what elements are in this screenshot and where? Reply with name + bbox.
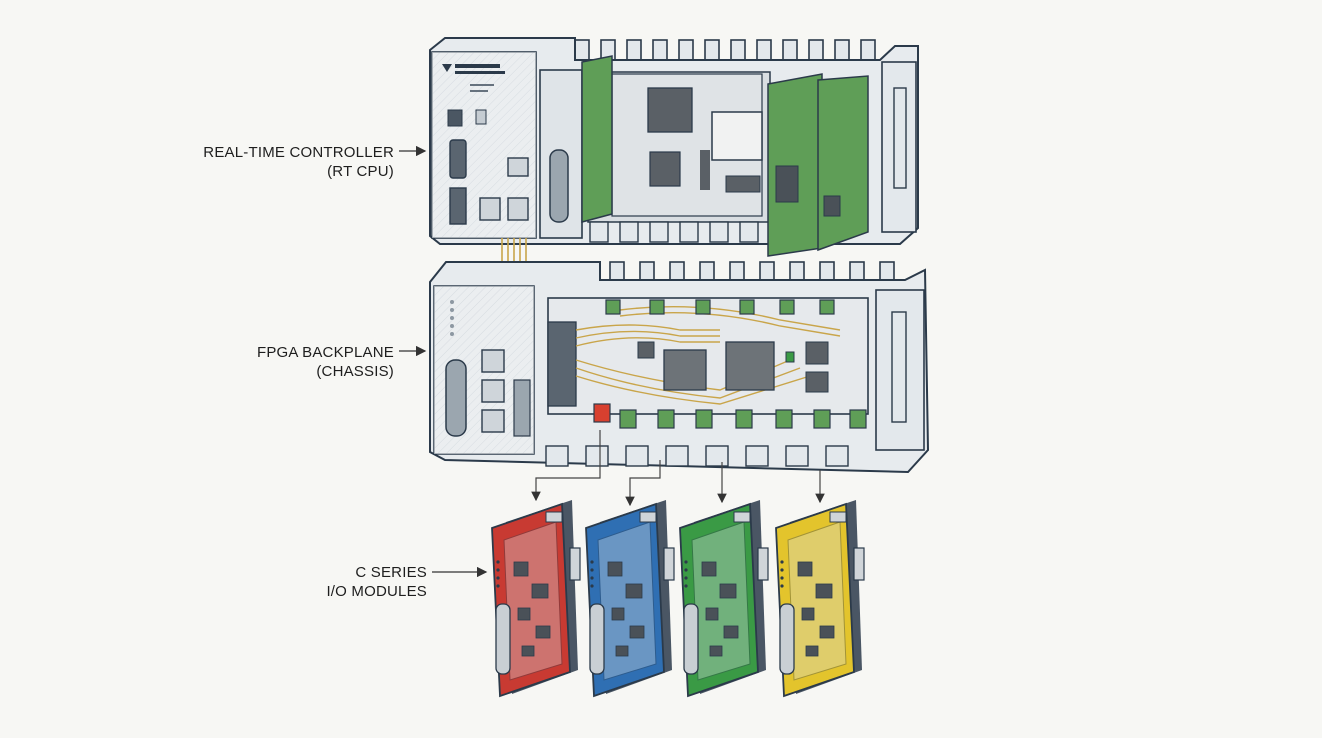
chip-icon <box>724 626 738 638</box>
chip-icon <box>616 646 628 656</box>
db25-connector-icon <box>450 140 466 178</box>
chip-icon <box>518 608 530 620</box>
controller-pcb-card <box>582 56 612 222</box>
real-time-controller-unit <box>430 38 918 256</box>
fpga-backplane-chassis <box>430 262 928 472</box>
chip-icon <box>630 626 644 638</box>
chip-icon <box>706 608 718 620</box>
rj45-port-icon <box>482 410 504 432</box>
chip-icon <box>806 342 828 364</box>
green-module <box>680 500 768 696</box>
controller-pcb-card <box>768 74 822 256</box>
chip-icon <box>820 626 834 638</box>
chip-icon <box>776 166 798 202</box>
rj45-port-icon <box>480 198 500 220</box>
chip-icon <box>720 584 736 598</box>
db25-connector-icon <box>590 604 604 674</box>
db25-connector-icon <box>550 150 568 222</box>
chip-icon <box>522 646 534 656</box>
chip-icon <box>626 584 642 598</box>
c-series-modules <box>492 500 864 696</box>
chip-icon <box>798 562 812 576</box>
chip-icon <box>650 152 680 186</box>
yellow-module <box>776 500 864 696</box>
chip-icon <box>612 608 624 620</box>
controller-pcb-card <box>818 76 868 250</box>
chip-icon <box>648 88 692 132</box>
chip-icon <box>726 342 774 390</box>
chip-icon <box>816 584 832 598</box>
rj45-port-icon <box>482 350 504 372</box>
db25-connector-icon <box>496 604 510 674</box>
db25-connector-icon <box>446 360 466 436</box>
rj45-port-icon <box>508 158 528 176</box>
chip-icon <box>608 562 622 576</box>
blue-module <box>586 500 674 696</box>
chip-icon <box>514 562 528 576</box>
chip-icon <box>532 584 548 598</box>
chip-icon <box>806 372 828 392</box>
chip-icon <box>710 646 722 656</box>
status-indicator <box>594 404 610 422</box>
chip-icon <box>712 112 762 160</box>
chip-icon <box>802 608 814 620</box>
db25-connector-icon <box>684 604 698 674</box>
chip-icon <box>664 350 706 390</box>
db25-connector-icon <box>780 604 794 674</box>
rj45-port-icon <box>508 198 528 220</box>
red-module <box>492 500 580 696</box>
chip-icon <box>806 646 818 656</box>
rj45-port-icon <box>482 380 504 402</box>
chip-icon <box>702 562 716 576</box>
arrow-down-icon <box>630 460 660 505</box>
chip-icon <box>536 626 550 638</box>
